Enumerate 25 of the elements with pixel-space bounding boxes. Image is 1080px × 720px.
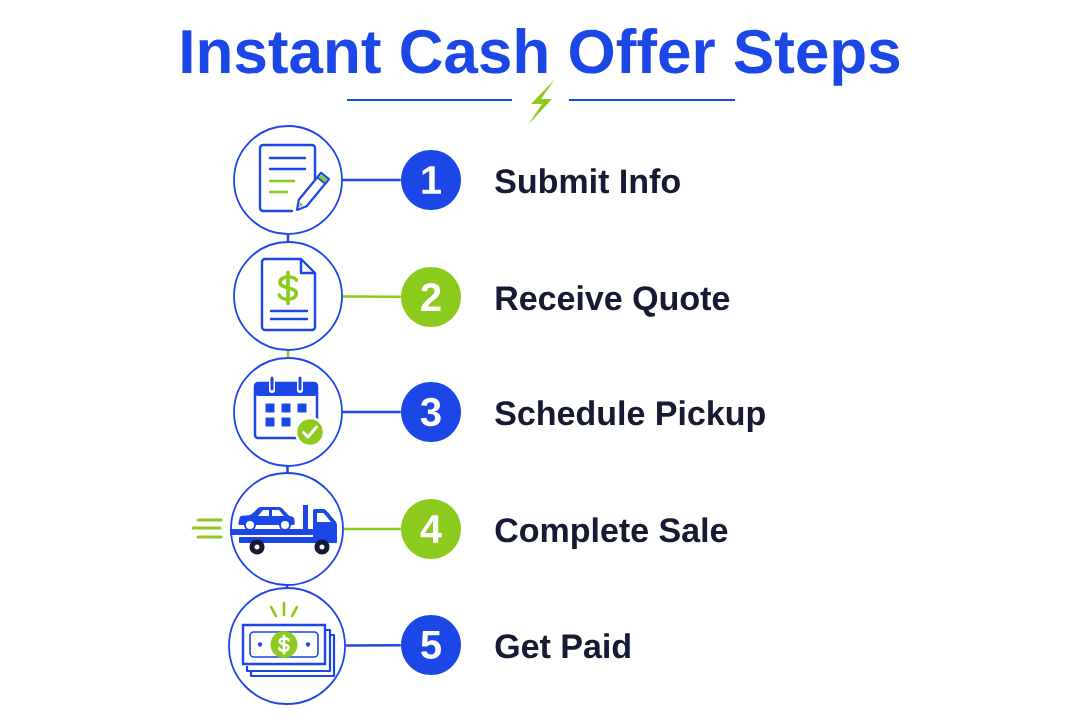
connector-line [286,234,290,242]
icon-circle [233,241,343,351]
step-number: 1 [401,150,461,210]
icon-circle [233,125,343,235]
step-label: Get Paid [495,633,630,659]
step-number: 3 [401,382,461,442]
icon-circle [230,472,344,586]
step-number: 5 [401,615,461,675]
connector-line [343,527,401,531]
step-label: Complete Sale [495,517,728,550]
icon-circle [233,357,343,467]
connector-line [342,178,401,182]
connector-line [285,585,289,588]
connector-line [342,295,401,299]
step-label: Receive Quote [496,285,730,317]
connector-line [286,350,290,358]
step-number: 2 [401,267,461,327]
step-label: Submit Info [495,168,680,194]
connector-line [342,410,401,414]
step-number: 4 [401,499,461,559]
connector-line [286,466,289,473]
connector-line [345,643,401,647]
icon-circle [228,587,346,705]
title: Instant Cash Offer Steps [182,28,900,86]
step-label: Schedule Pickup [495,400,765,433]
